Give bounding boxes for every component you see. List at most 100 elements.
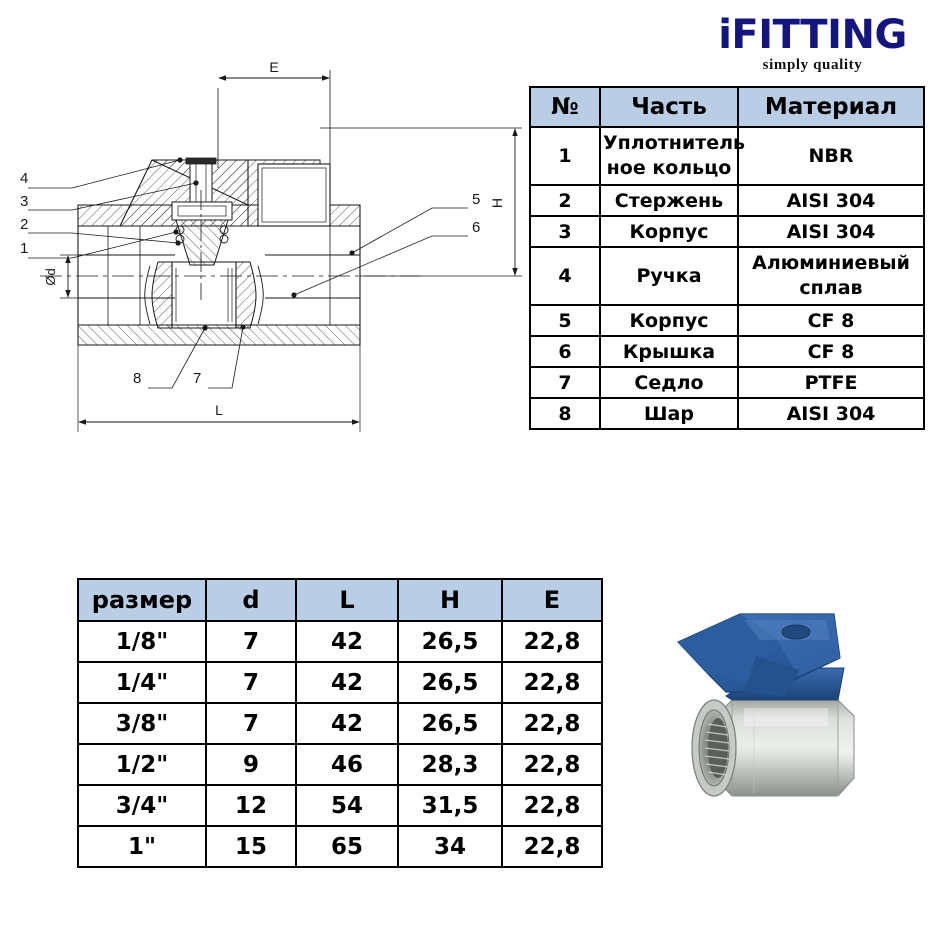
parts-cell-part: Крышка	[599, 335, 739, 368]
parts-cell-part: Корпус	[599, 304, 739, 337]
dims-header-l: L	[295, 578, 399, 622]
dims-cell-e: 22,8	[501, 743, 603, 786]
parts-cell-material: NBR	[737, 126, 925, 186]
parts-cell-no: 7	[529, 366, 601, 399]
parts-cell-part: Корпус	[599, 215, 739, 248]
parts-cell-material-line2: сплав	[799, 277, 863, 299]
parts-cell-part: Седло	[599, 366, 739, 399]
parts-cell-no: 8	[529, 397, 601, 430]
callout-4: 4	[20, 170, 28, 187]
dims-cell-h: 26,5	[397, 702, 503, 745]
table-row: 1/8" 7 42 26,5 22,8	[77, 620, 603, 663]
parts-cell-no: 1	[529, 126, 601, 186]
dim-label-E: E	[269, 59, 278, 75]
dims-cell-l: 46	[295, 743, 399, 786]
table-row: 3/8" 7 42 26,5 22,8	[77, 702, 603, 745]
table-row: 2 Стержень AISI 304	[529, 184, 925, 217]
dims-cell-size: 1/2"	[77, 743, 207, 786]
dims-cell-l: 42	[295, 702, 399, 745]
parts-table-header-row: № Часть Материал	[529, 86, 925, 128]
parts-cell-material-line1: Алюминиевый	[752, 252, 910, 274]
dims-cell-d: 12	[205, 784, 297, 827]
parts-cell-part: Уплотнитель ное кольцо	[599, 126, 746, 186]
parts-cell-part: Шар	[599, 397, 739, 430]
parts-cell-part: Стержень	[599, 184, 739, 217]
parts-header-part: Часть	[599, 86, 739, 128]
parts-cell-no: 2	[529, 184, 601, 217]
callout-7: 7	[193, 370, 201, 387]
dims-cell-h: 34	[397, 825, 503, 868]
parts-cell-no: 4	[529, 246, 601, 306]
logo-tagline: simply quality	[762, 57, 863, 73]
dimensions-table: размер d L H E 1/8" 7 42 26,5 22,8 1/4" …	[77, 578, 603, 868]
dims-cell-l: 42	[295, 661, 399, 704]
dims-cell-d: 7	[205, 661, 297, 704]
dims-cell-e: 22,8	[501, 620, 603, 663]
parts-header-material: Материал	[737, 86, 925, 128]
table-row: 5 Корпус CF 8	[529, 304, 925, 337]
dims-cell-h: 26,5	[397, 620, 503, 663]
callout-3: 3	[20, 193, 28, 210]
dims-header-e: E	[501, 578, 603, 622]
dims-cell-size: 1"	[77, 825, 207, 868]
dim-label-d: Ød	[43, 268, 58, 285]
dims-cell-e: 22,8	[501, 825, 603, 868]
parts-cell-material: Алюминиевый сплав	[737, 246, 925, 306]
brand-logo: iFITTING simply quality	[705, 14, 920, 74]
parts-cell-no: 6	[529, 335, 601, 368]
valve-cross-section-drawing: E	[0, 40, 540, 450]
table-row: 7 Седло PTFE	[529, 366, 925, 399]
parts-cell-material: CF 8	[737, 304, 925, 337]
callout-8: 8	[133, 370, 141, 387]
dims-table-header-row: размер d L H E	[77, 578, 603, 622]
parts-material-table: № Часть Материал 1 Уплотнитель ное кольц…	[529, 86, 925, 430]
dims-cell-d: 15	[205, 825, 297, 868]
dims-cell-l: 42	[295, 620, 399, 663]
dims-cell-size: 1/8"	[77, 620, 207, 663]
parts-cell-part-line1: Уплотнитель	[603, 132, 746, 154]
dims-cell-l: 54	[295, 784, 399, 827]
table-row: 3 Корпус AISI 304	[529, 215, 925, 248]
dims-cell-e: 22,8	[501, 661, 603, 704]
dims-cell-h: 31,5	[397, 784, 503, 827]
dims-cell-d: 7	[205, 620, 297, 663]
table-row: 6 Крышка CF 8	[529, 335, 925, 368]
dims-header-size: размер	[77, 578, 207, 622]
table-row: 1" 15 65 34 22,8	[77, 825, 603, 868]
valve-port-thread	[691, 699, 737, 797]
callout-6: 6	[472, 219, 480, 236]
dims-cell-h: 26,5	[397, 661, 503, 704]
table-row: 1/2" 9 46 28,3 22,8	[77, 743, 603, 786]
valve-handle	[676, 613, 841, 696]
dims-header-d: d	[205, 578, 297, 622]
parts-cell-no: 5	[529, 304, 601, 337]
dims-cell-e: 22,8	[501, 784, 603, 827]
dims-header-h: H	[397, 578, 503, 622]
dims-cell-l: 65	[295, 825, 399, 868]
table-row: 3/4" 12 54 31,5 22,8	[77, 784, 603, 827]
dims-cell-d: 7	[205, 702, 297, 745]
callout-5: 5	[472, 191, 480, 208]
dim-label-H: H	[489, 198, 505, 208]
dims-cell-size: 3/4"	[77, 784, 207, 827]
valve-body	[713, 699, 855, 797]
table-row: 8 Шар AISI 304	[529, 397, 925, 430]
table-row: 1 Уплотнитель ное кольцо NBR	[529, 126, 925, 186]
parts-cell-material: PTFE	[737, 366, 925, 399]
callout-2: 2	[20, 216, 28, 233]
dims-cell-size: 3/8"	[77, 702, 207, 745]
table-row: 1/4" 7 42 26,5 22,8	[77, 661, 603, 704]
parts-cell-part-line2: ное кольцо	[606, 157, 732, 179]
dims-cell-e: 22,8	[501, 702, 603, 745]
dim-label-L: L	[215, 402, 223, 418]
parts-cell-part: Ручка	[599, 246, 739, 306]
callout-1: 1	[20, 240, 28, 257]
logo-wordmark: iFITTING	[718, 12, 907, 58]
parts-cell-material: CF 8	[737, 335, 925, 368]
parts-cell-no: 3	[529, 215, 601, 248]
dims-cell-d: 9	[205, 743, 297, 786]
dims-cell-size: 1/4"	[77, 661, 207, 704]
parts-cell-material: AISI 304	[737, 184, 925, 217]
table-row: 4 Ручка Алюминиевый сплав	[529, 246, 925, 306]
parts-header-no: №	[529, 86, 601, 128]
